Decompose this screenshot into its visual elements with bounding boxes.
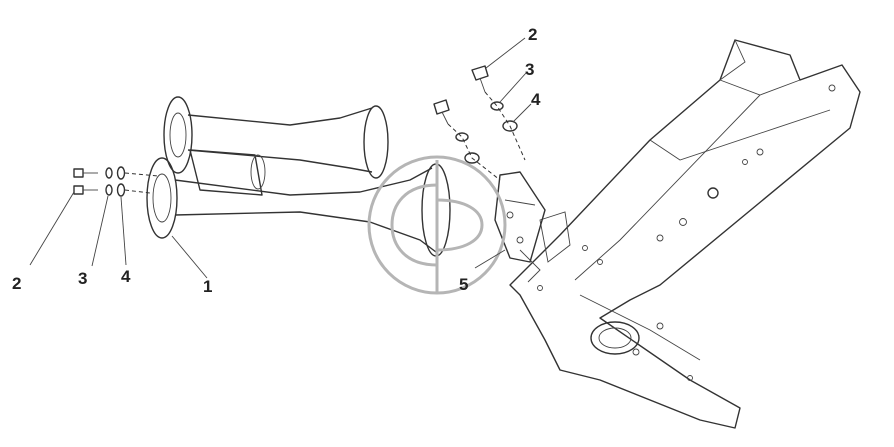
callout-top-bolt: 2 — [528, 25, 537, 44]
callout-top-lock-washer: 3 — [525, 60, 534, 79]
mounting-bracket — [494, 171, 546, 263]
air-horn-assembly — [146, 96, 451, 257]
leader-lines — [29, 37, 532, 279]
callout-left-lock-washer: 3 — [78, 269, 87, 288]
frame-bracket — [509, 39, 861, 429]
circular-logo-watermark — [367, 155, 507, 295]
callout-horn: 1 — [203, 277, 212, 296]
top-fasteners — [433, 65, 526, 181]
callout-left-washer: 4 — [121, 267, 131, 286]
callout-top-washer: 4 — [531, 90, 541, 109]
callout-left-bolt: 2 — [12, 274, 21, 293]
left-fasteners — [73, 166, 159, 197]
callout-bracket: 5 — [459, 275, 468, 294]
